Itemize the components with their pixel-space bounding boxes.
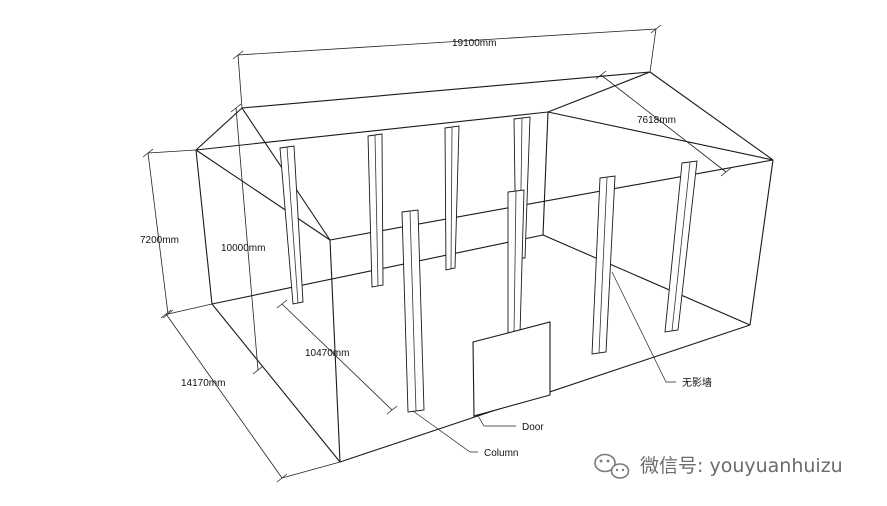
- wall-height-dimension-label: 7200mm: [140, 235, 179, 246]
- dimension-lines: [142, 24, 732, 483]
- watermark-prefix: 微信号:: [640, 455, 703, 477]
- wechat-icon: [594, 453, 630, 479]
- ridge-height-dimension-label: 10000mm: [221, 243, 265, 254]
- infinity-wall-label: 无影墙: [682, 376, 712, 389]
- width-dimension-label: 14170mm: [181, 378, 225, 389]
- watermark-account: youyuanhuizu: [703, 455, 842, 477]
- column-label: Column: [484, 448, 518, 459]
- column: [444, 125, 460, 271]
- column-spacing-dimension-label: 10470mm: [305, 348, 349, 359]
- leader-lines: [412, 271, 676, 453]
- watermark-text: 微信号: youyuanhuizu: [640, 455, 843, 477]
- door-label: Door: [522, 422, 544, 433]
- wechat-watermark: 微信号: youyuanhuizu: [594, 453, 843, 479]
- column: [367, 133, 384, 288]
- column: [664, 160, 698, 333]
- column: [507, 189, 525, 337]
- column: [591, 175, 616, 355]
- building-frame: [195, 71, 774, 463]
- length-dimension-label: 19100mm: [452, 38, 496, 49]
- columns: [279, 116, 698, 413]
- door-panel: [472, 321, 551, 417]
- column: [401, 209, 425, 413]
- column: [279, 145, 304, 305]
- roof-slope-dimension-label: 7618mm: [637, 115, 676, 126]
